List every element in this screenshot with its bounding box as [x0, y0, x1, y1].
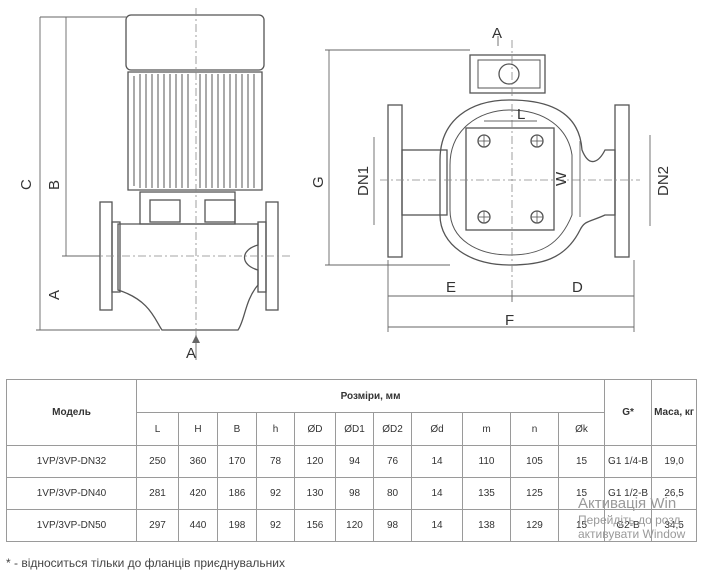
cell: 78	[256, 445, 295, 478]
header-mass: Маса, кг	[651, 379, 698, 446]
cell: 14	[411, 509, 463, 542]
flange-neck-right-side	[257, 221, 267, 293]
table-row: 1VP/3VP-DN50 297 440 198 92 156 120 98 1…	[6, 509, 698, 542]
col-header: m	[462, 412, 511, 446]
cell-mass: 26,5	[651, 477, 698, 510]
cell-mass: 34,5	[651, 509, 698, 542]
col-header: B	[217, 412, 257, 446]
cell: 15	[557, 509, 606, 542]
dim-label-g: G	[310, 176, 327, 188]
cell: 250	[136, 445, 179, 478]
dim-label-c: C	[18, 179, 35, 190]
cell: 15	[557, 477, 606, 510]
dim-label-d: D	[572, 279, 583, 296]
cell: 76	[373, 445, 412, 478]
header-dimensions: Розміри, мм	[135, 379, 606, 413]
cell: 15	[557, 445, 606, 478]
cell: 440	[178, 509, 218, 542]
cell: 186	[217, 477, 257, 510]
cell: 92	[256, 509, 295, 542]
col-header: ØD	[294, 412, 336, 446]
view-label-a-top: A	[492, 25, 502, 42]
pump-volute-inner	[449, 109, 573, 256]
cell: 80	[373, 477, 412, 510]
footnote: * - відноситься тільки до фланців приєдн…	[6, 556, 285, 570]
table-row: 1VP/3VP-DN32 250 360 170 78 120 94 76 14…	[6, 445, 698, 478]
cell-g: G2-B	[604, 509, 653, 542]
header-model: Модель	[6, 379, 137, 446]
cell-model: 1VP/3VP-DN32	[6, 445, 137, 478]
cell: 14	[411, 445, 463, 478]
windows-activation-watermark: Активація Win Перейдіть до розд активува…	[578, 495, 685, 542]
dim-label-w: W	[553, 171, 570, 186]
cell: 130	[294, 477, 336, 510]
cell: 198	[217, 509, 257, 542]
col-header: H	[178, 412, 218, 446]
dim-label-dn2: DN2	[655, 166, 672, 196]
cell-mass: 19,0	[651, 445, 698, 478]
cell: 92	[256, 477, 295, 510]
cell: 94	[335, 445, 374, 478]
watermark-line-1: Активація Win	[578, 495, 677, 512]
cell: 105	[510, 445, 559, 478]
motor-body	[127, 71, 263, 191]
lantern-window-right	[204, 199, 236, 223]
table-row: 1VP/3VP-DN40 281 420 186 92 130 98 80 14…	[6, 477, 698, 510]
col-header: L	[136, 412, 179, 446]
dim-label-l: L	[517, 106, 525, 123]
terminal-box-screw	[498, 63, 520, 85]
flange-neck-left-side	[111, 221, 121, 293]
pump-drawing-svg: C B A A A G DN1 DN2 E D F L W	[18, 8, 672, 362]
cell: 120	[294, 445, 336, 478]
cell: 281	[136, 477, 179, 510]
pump-housing-side	[117, 223, 259, 331]
cell: 125	[510, 477, 559, 510]
cell: 138	[462, 509, 511, 542]
terminal-box-inner	[477, 59, 541, 89]
dim-label-e: E	[446, 279, 456, 296]
view-label-a-bottom: A	[186, 345, 196, 362]
cell: 120	[335, 509, 374, 542]
cell-model: 1VP/3VP-DN40	[6, 477, 137, 510]
dim-label-dn1: DN1	[355, 166, 372, 196]
col-header: Øk	[557, 412, 606, 446]
cell: 98	[373, 509, 412, 542]
technical-drawing: C B A A A G DN1 DN2 E D F L W	[18, 8, 672, 362]
cell: 14	[411, 477, 463, 510]
flange-left-top	[387, 104, 403, 258]
motor-ribs	[133, 74, 255, 188]
cell: 297	[136, 509, 179, 542]
cell: 156	[294, 509, 336, 542]
cell: 98	[335, 477, 374, 510]
col-header: h	[256, 412, 295, 446]
cell-model: 1VP/3VP-DN50	[6, 509, 137, 542]
col-header: Ød	[411, 412, 463, 446]
flange-right-top	[614, 104, 630, 258]
cell: 129	[510, 509, 559, 542]
watermark-line-3: активувати Window	[578, 527, 686, 542]
col-header: ØD2	[373, 412, 412, 446]
lantern-window-left	[149, 199, 181, 223]
terminal-box	[469, 54, 546, 94]
col-header: ØD1	[335, 412, 374, 446]
watermark-line-2: Перейдіть до розд	[578, 513, 681, 527]
mounting-holes	[477, 134, 544, 224]
cell: 135	[462, 477, 511, 510]
mounting-plate	[465, 127, 555, 231]
cell: 110	[462, 445, 511, 478]
specifications-table: Модель Розміри, мм G* Маса, кг L H B h Ø…	[6, 379, 698, 542]
cell: 170	[217, 445, 257, 478]
col-header: n	[510, 412, 559, 446]
dim-label-b: B	[46, 180, 63, 190]
cell: 360	[178, 445, 218, 478]
lantern	[139, 191, 236, 225]
cell: 420	[178, 477, 218, 510]
cell-g: G1 1/4-B	[604, 445, 653, 478]
dim-label-f: F	[505, 312, 514, 329]
header-g: G*	[604, 379, 653, 446]
dim-label-a-side: A	[46, 290, 63, 300]
motor-cover	[125, 14, 265, 71]
